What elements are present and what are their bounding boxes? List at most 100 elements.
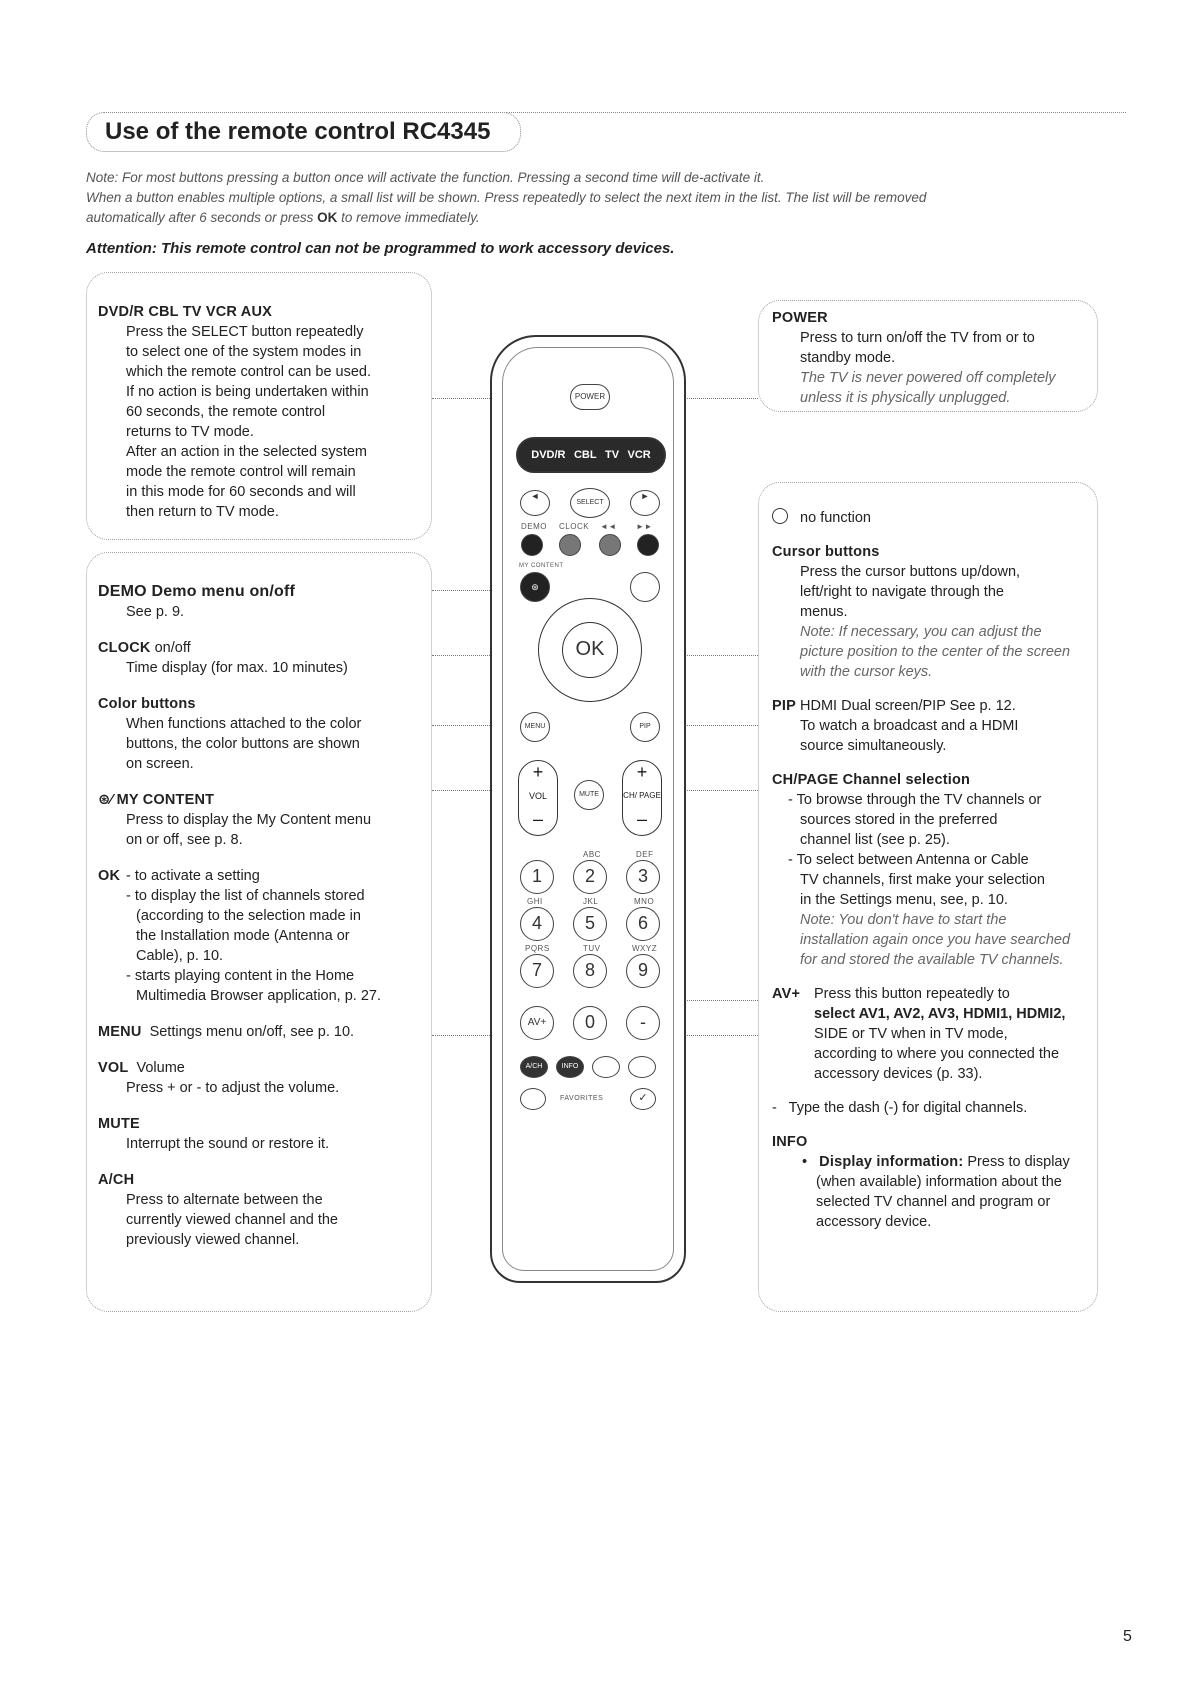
my-content-button[interactable]: ⊛ bbox=[520, 572, 550, 602]
digit-8-button[interactable]: 8 bbox=[573, 954, 607, 988]
text-line: Press this button repeatedly to bbox=[814, 986, 1010, 1002]
key-letters-7: PQRS bbox=[525, 944, 550, 953]
power-body: Press to turn on/off the TV from or to s… bbox=[772, 328, 1092, 408]
info-button[interactable]: INFO bbox=[556, 1056, 584, 1078]
ok-body: - to activate a setting - to display the… bbox=[126, 866, 381, 1006]
pip-button[interactable]: PIP bbox=[630, 712, 660, 742]
key-letters-4: GHI bbox=[527, 897, 543, 906]
mode-dvdr-button[interactable]: DVD/R bbox=[531, 449, 566, 461]
info-label: Display information: bbox=[819, 1154, 964, 1170]
color-buttons-body: When functions attached to the color but… bbox=[98, 714, 428, 774]
remote-extra-button-1[interactable] bbox=[592, 1056, 620, 1078]
av-plus-button[interactable]: AV+ bbox=[520, 1006, 554, 1040]
remote-inner-outline bbox=[502, 347, 674, 1271]
system-mode-bar: DVD/R CBL TV VCR AUX bbox=[516, 437, 666, 493]
text-line: mode the remote control will remain bbox=[126, 464, 356, 480]
callout-box-left-buttons bbox=[86, 552, 432, 1312]
minus-icon: – bbox=[532, 809, 543, 829]
remote-extra-button-2[interactable] bbox=[628, 1056, 656, 1078]
digit-5-button[interactable]: 5 bbox=[573, 907, 607, 941]
text-line: Press to alternate between the bbox=[126, 1192, 323, 1208]
power-heading: POWER bbox=[772, 310, 828, 326]
menu-button[interactable]: MENU bbox=[520, 712, 550, 742]
clock-suffix: on/off bbox=[154, 640, 191, 656]
text-line: After an action in the selected system bbox=[126, 444, 367, 460]
leader-line bbox=[655, 790, 758, 791]
cursor-ring[interactable] bbox=[538, 598, 642, 702]
note-line-1: Note: For most buttons pressing a button… bbox=[86, 170, 765, 185]
text-line: - to display the list of channels stored bbox=[126, 888, 365, 904]
red-color-button[interactable] bbox=[521, 534, 543, 556]
menu-heading: MENU bbox=[98, 1024, 142, 1040]
my-content-heading: MY CONTENT bbox=[116, 792, 215, 808]
digit-7-button[interactable]: 7 bbox=[520, 954, 554, 988]
text-line: menus. bbox=[800, 604, 848, 620]
text-line: to select one of the system modes in bbox=[126, 344, 362, 360]
note-line-3-pre: automatically after 6 seconds or press bbox=[86, 210, 314, 225]
digit-6-button[interactable]: 6 bbox=[626, 907, 660, 941]
key-letters-6: MNO bbox=[634, 897, 655, 906]
mode-tv-button[interactable]: TV bbox=[605, 449, 620, 461]
power-section: POWER Press to turn on/off the TV from o… bbox=[772, 308, 1092, 408]
text-line: - starts playing content in the Home bbox=[126, 968, 355, 984]
right-buttons-section: no function Cursor buttons Press the cur… bbox=[772, 508, 1094, 1232]
my-content-heading-line: ⊛⁄ MY CONTENT bbox=[98, 790, 428, 810]
mute-button[interactable]: MUTE bbox=[574, 780, 604, 810]
attention-text: Attention: This remote control can not b… bbox=[86, 240, 675, 257]
leader-line bbox=[432, 398, 512, 399]
power-button[interactable]: POWER bbox=[570, 384, 610, 410]
cursor-note-line: Note: If necessary, you can adjust the bbox=[800, 624, 1042, 640]
clock-heading-line: CLOCK on/off bbox=[98, 638, 428, 658]
text-line: channel list (see p. 25). bbox=[800, 832, 950, 848]
vol-text: Press + or - to adjust the volume. bbox=[126, 1080, 340, 1096]
leader-line bbox=[432, 1035, 532, 1036]
check-icon[interactable]: ✓ bbox=[630, 1088, 656, 1110]
text-line: Cable), p. 10. bbox=[136, 948, 224, 964]
key-letters-5: JKL bbox=[583, 897, 599, 906]
text-line: - To browse through the TV channels or bbox=[788, 792, 1042, 808]
mode-cbl-button[interactable]: CBL bbox=[573, 449, 597, 461]
no-function-line: no function bbox=[772, 508, 1094, 528]
digit-0-button[interactable]: 0 bbox=[573, 1006, 607, 1040]
text-line: currently viewed channel and the bbox=[126, 1212, 338, 1228]
ach-button[interactable]: A/CH bbox=[520, 1056, 548, 1078]
title-rule bbox=[506, 112, 1126, 113]
right-arrow-button[interactable]: ► bbox=[630, 490, 660, 516]
text-line: accessory devices (p. 33). bbox=[814, 1066, 983, 1082]
left-arrow-button[interactable]: ◄ bbox=[520, 490, 550, 516]
info-text: Press to display bbox=[967, 1154, 1070, 1170]
key-letters-8: TUV bbox=[583, 944, 601, 953]
text-line: (according to the selection made in bbox=[136, 908, 361, 924]
green-color-button[interactable] bbox=[559, 534, 581, 556]
av-body: Press this button repeatedly to select A… bbox=[814, 984, 1065, 1084]
digit-9-button[interactable]: 9 bbox=[626, 954, 660, 988]
digit-1-button[interactable]: 1 bbox=[520, 860, 554, 894]
ach-body: Press to alternate between the currently… bbox=[98, 1190, 428, 1250]
text-line: the Installation mode (Antenna or bbox=[136, 928, 350, 944]
text-line: then return to TV mode. bbox=[126, 504, 279, 520]
channel-rocker[interactable]: + CH/ PAGE – bbox=[622, 760, 662, 836]
text-line: previously viewed channel. bbox=[126, 1232, 300, 1248]
dash-button[interactable]: - bbox=[626, 1006, 660, 1040]
digit-4-button[interactable]: 4 bbox=[520, 907, 554, 941]
digit-3-button[interactable]: 3 bbox=[626, 860, 660, 894]
ok-button[interactable]: OK bbox=[562, 622, 618, 678]
blue-color-button[interactable] bbox=[637, 534, 659, 556]
leader-line bbox=[655, 1000, 758, 1001]
text-line: - to activate a setting bbox=[126, 868, 260, 884]
digit-2-button[interactable]: 2 bbox=[573, 860, 607, 894]
volume-rocker[interactable]: + VOL – bbox=[518, 760, 558, 836]
text-line: on screen. bbox=[126, 756, 194, 772]
yellow-color-button[interactable] bbox=[599, 534, 621, 556]
text-line: Multimedia Browser application, p. 27. bbox=[136, 988, 382, 1004]
no-function-button[interactable] bbox=[630, 572, 660, 602]
note-ok-key: OK bbox=[317, 210, 338, 225]
leader-line bbox=[432, 655, 542, 656]
mode-vcr-button[interactable]: VCR bbox=[627, 449, 651, 461]
text-line: in the Settings menu, see, p. 10. bbox=[800, 892, 1008, 908]
favorites-left-button[interactable] bbox=[520, 1088, 546, 1110]
note-line-3: automatically after 6 seconds or press O… bbox=[86, 208, 1116, 228]
pip-text: HDMI Dual screen/PIP See p. 12. bbox=[800, 698, 1016, 714]
select-button[interactable]: SELECT bbox=[570, 488, 610, 518]
chpage-note-line: Note: You don't have to start the bbox=[800, 912, 1007, 928]
